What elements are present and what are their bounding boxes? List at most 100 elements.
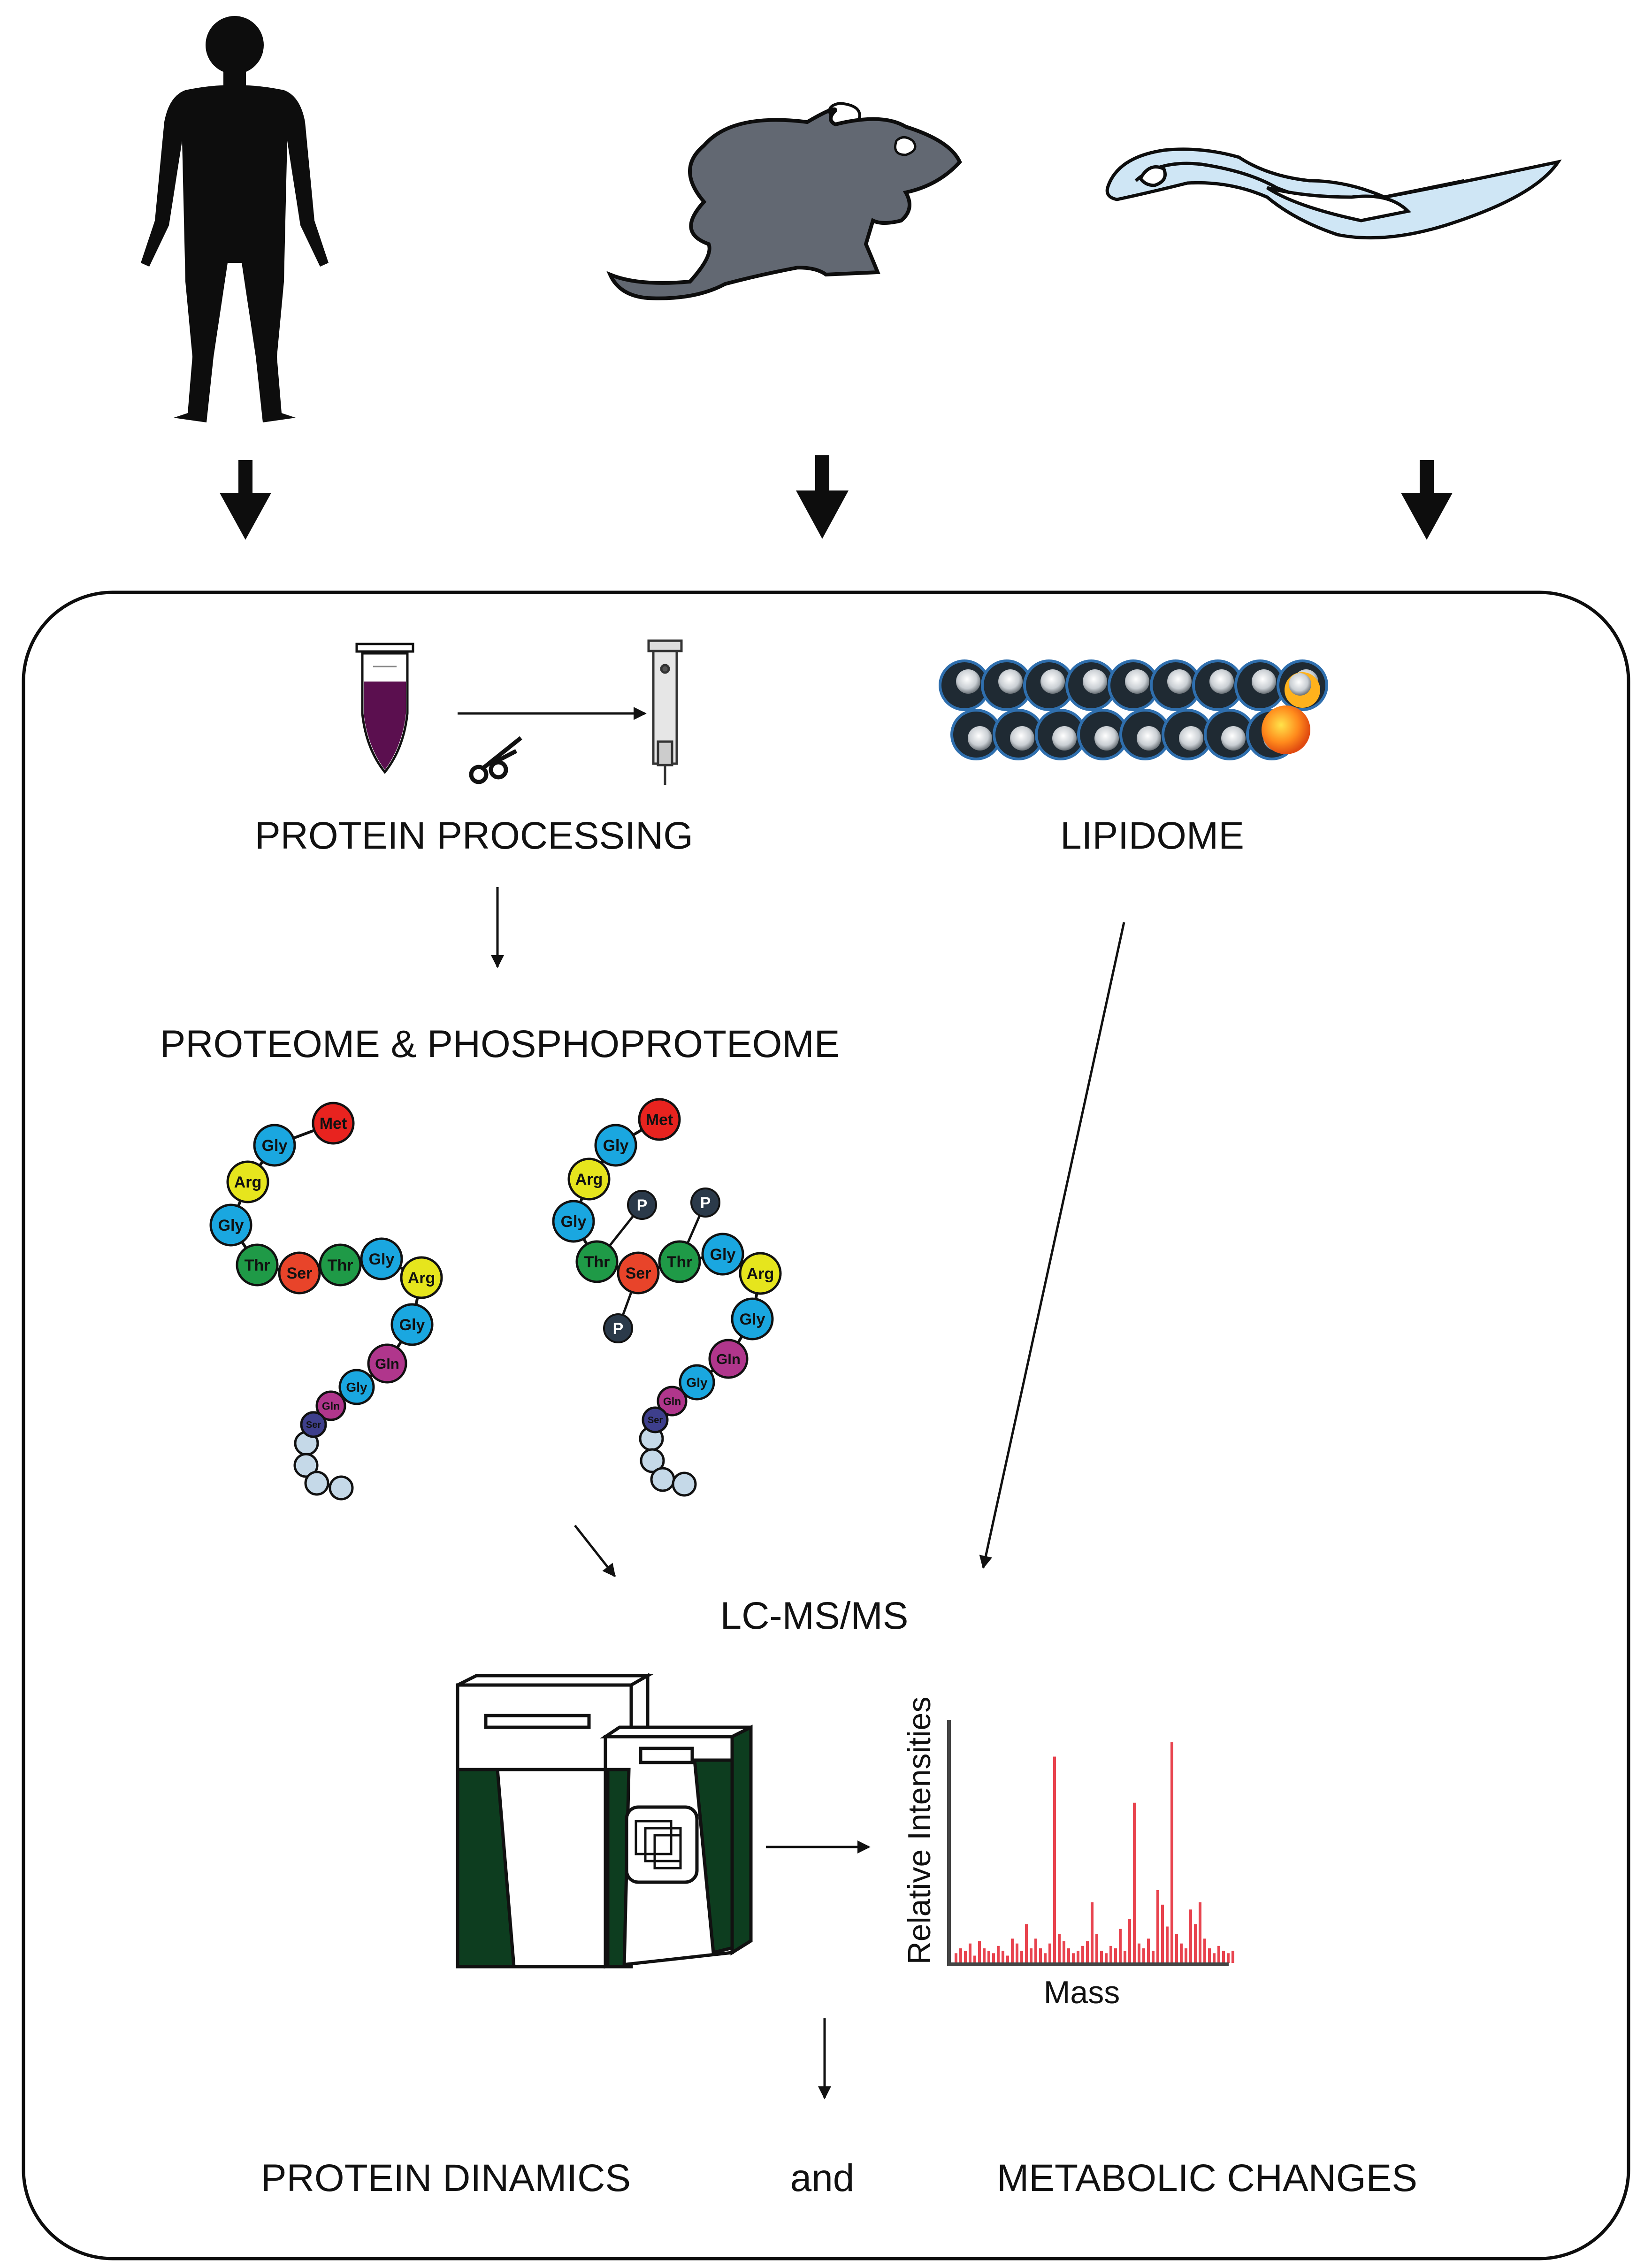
protein-processing-label: PROTEIN PROCESSING (255, 814, 693, 857)
scissors-icon (469, 736, 522, 784)
residue-label: Ser (626, 1264, 651, 1282)
lipid-molecule (939, 659, 990, 711)
lipid-molecule (1119, 709, 1171, 760)
residue-label: Thr (667, 1253, 693, 1271)
residue-label: Gln (322, 1400, 340, 1412)
residue-label: Gly (740, 1310, 765, 1328)
residue-label: Ser (648, 1415, 663, 1425)
chain-tail-bead (293, 1453, 319, 1478)
amino-acid-residue: Gly (360, 1237, 403, 1280)
mass-spectrum: Relative Intensities Mass (902, 1697, 1234, 2010)
residue-label: Met (320, 1115, 347, 1133)
amino-acid-residue: Gly (209, 1203, 252, 1247)
lcms-label: LC-MS/MS (720, 1594, 909, 1637)
residue-label: Arg (234, 1173, 262, 1191)
residue-label: Thr (584, 1253, 610, 1271)
amino-acid-residue: Gly (731, 1297, 774, 1341)
amino-acid-residue: Ser (300, 1411, 327, 1438)
amino-acid-residue: Ser (278, 1251, 321, 1295)
metabolic-changes-label: METABOLIC CHANGES (997, 2157, 1417, 2199)
residue-label: Gln (716, 1351, 741, 1367)
down-arrow-human-icon (220, 460, 271, 540)
amino-acid-residue: Gln (315, 1390, 346, 1421)
residue-label: Ser (306, 1420, 321, 1430)
amino-acid-residue: Thr (236, 1243, 279, 1287)
lipid-bilayer-icon (939, 659, 1328, 760)
amino-acid-residue: Arg (400, 1256, 443, 1299)
lipid-molecule (1035, 709, 1086, 760)
lipid-molecule (950, 709, 1002, 760)
lipid-molecule (1192, 659, 1244, 711)
lipidome-label: LIPIDOME (1060, 814, 1244, 857)
amino-acid-residue: Gly (338, 1369, 375, 1405)
amino-acid-residue: Ser (617, 1251, 660, 1295)
phospho-group: P (603, 1313, 633, 1343)
amino-acid-residue: Arg (226, 1160, 269, 1203)
human-silhouette-icon (141, 16, 329, 422)
and-label: and (790, 2157, 855, 2199)
amino-acid-residue: Gly (390, 1303, 434, 1346)
amino-acid-residue: Ser (642, 1406, 669, 1433)
organism-arrows (220, 455, 1453, 540)
amino-acid-residue: Gly (253, 1124, 296, 1167)
protein-dynamics-label: PROTEIN DINAMICS (261, 2157, 631, 2199)
chain-tail-bead (329, 1475, 354, 1501)
lipid-molecule (981, 659, 1032, 711)
residue-label: Thr (245, 1257, 270, 1274)
amino-acid-residue: Arg (739, 1252, 782, 1295)
residue-label: Gly (346, 1380, 367, 1395)
lipid-molecule (1162, 709, 1213, 760)
residue-label: Gly (218, 1217, 244, 1234)
residue-label: Gly (686, 1375, 708, 1390)
residue-label: Gln (663, 1395, 681, 1407)
amino-acid-residue: Thr (319, 1243, 362, 1287)
amino-acid-residue: Thr (658, 1240, 701, 1283)
residue-label: Gly (710, 1246, 736, 1264)
proteome-label: PROTEOME & PHOSPHOPROTEOME (160, 1023, 840, 1065)
lipid-molecule (1150, 659, 1201, 711)
amino-acid-residue: Thr (575, 1240, 619, 1283)
residue-label: Arg (575, 1171, 603, 1188)
lipid-molecule (1234, 659, 1286, 711)
phospho-label: P (613, 1320, 624, 1338)
residue-label: Thr (328, 1257, 353, 1274)
mass-spectrometer-icon (456, 1672, 753, 1969)
amino-acid-residue: Gly (679, 1364, 715, 1401)
residue-label: Gln (375, 1356, 399, 1372)
phospho-label: P (637, 1196, 648, 1214)
lipid-molecule (1108, 659, 1159, 711)
amino-acid-residue: Gly (594, 1124, 637, 1167)
amino-acid-residue: Met (312, 1102, 355, 1145)
residue-label: Met (646, 1111, 673, 1129)
amino-acid-residue: Gln (657, 1386, 688, 1417)
spin-column-icon (647, 639, 683, 785)
residue-label: Gly (369, 1250, 395, 1268)
spectrum-peaks (955, 1742, 1234, 1963)
lipid-molecule (1023, 659, 1075, 711)
phospho-label: P (700, 1194, 711, 1212)
phospho-group: P (627, 1190, 657, 1220)
amino-acid-residue: Gly (552, 1200, 595, 1243)
mouse-icon (606, 101, 962, 300)
chain-tail-bead (304, 1471, 329, 1496)
residue-label: Gly (561, 1213, 587, 1231)
lipid-molecule (993, 709, 1044, 760)
residue-label: Ser (287, 1264, 313, 1282)
lipid-molecule (1065, 659, 1117, 711)
amino-acid-residue: Met (638, 1098, 681, 1141)
spectrum-x-label: Mass (1044, 1975, 1120, 2010)
amino-acid-residue: Gln (708, 1339, 749, 1379)
lipidome-to-lcms-arrow (979, 922, 1125, 1569)
residue-label: Gly (603, 1137, 629, 1155)
proteome-to-lcms-arrow (574, 1525, 616, 1578)
residue-label: Gly (262, 1137, 288, 1155)
spectrum-y-label: Relative Intensities (902, 1697, 937, 1965)
lipid-molecule (1077, 709, 1129, 760)
chain-tail-bead (650, 1467, 675, 1492)
eppendorf-tube-icon (355, 643, 414, 774)
chain-tail-bead (672, 1471, 697, 1497)
amino-acid-residue: Gly (701, 1233, 744, 1276)
amino-acid-residue: Gln (367, 1343, 407, 1384)
